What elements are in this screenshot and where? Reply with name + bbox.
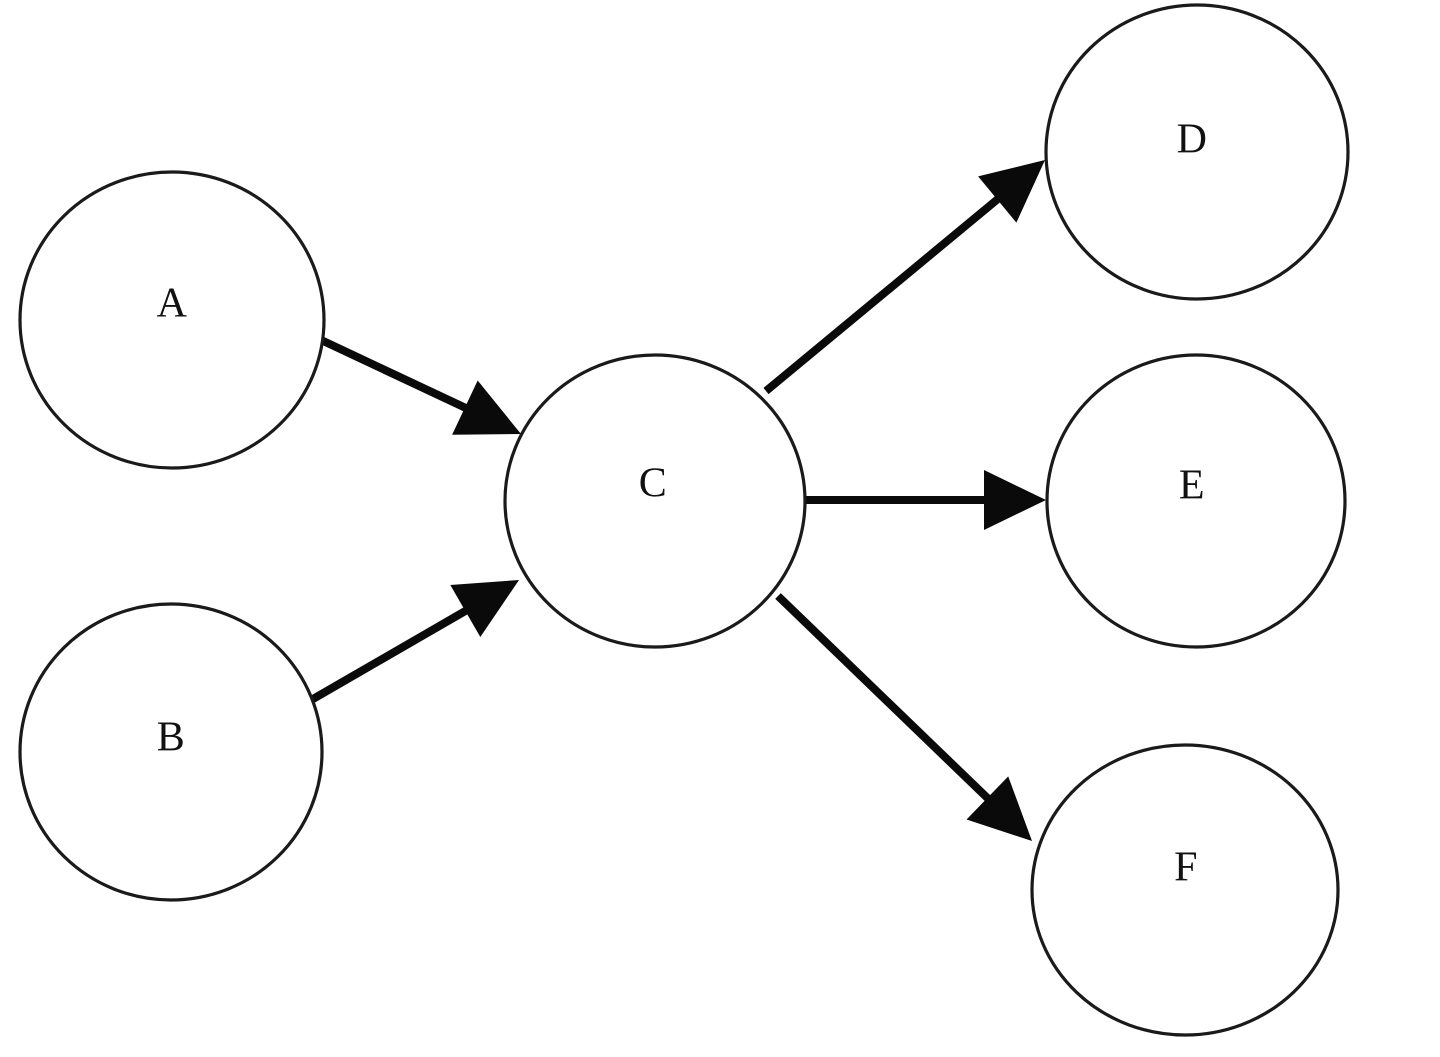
arrowhead-icon — [452, 380, 521, 435]
edge-shaft — [775, 593, 995, 806]
arrowhead-icon — [984, 470, 1046, 530]
arrowhead-icon — [966, 776, 1032, 841]
nodes-layer: A B C D E F — [18, 3, 1350, 1037]
node-circle-d[interactable] — [1044, 3, 1350, 301]
arrowhead-icon — [450, 580, 519, 637]
arrowhead-icon — [978, 160, 1045, 223]
edges-layer — [310, 160, 1046, 841]
node-label-a: A — [157, 281, 188, 327]
edge-shaft — [310, 604, 473, 703]
node-label-b: B — [157, 715, 186, 761]
node-circle-e[interactable] — [1045, 353, 1347, 649]
edge-c-e — [806, 470, 1046, 530]
edge-a-c — [317, 335, 521, 435]
edge-c-f — [775, 593, 1032, 841]
edge-shaft — [763, 192, 1005, 395]
node-b[interactable]: B — [18, 602, 324, 902]
node-circle-f[interactable] — [1030, 743, 1340, 1037]
node-label-d: D — [1177, 117, 1208, 163]
node-e[interactable]: E — [1045, 353, 1347, 649]
edge-c-d — [763, 160, 1045, 395]
node-f[interactable]: F — [1030, 743, 1340, 1037]
node-label-f: F — [1174, 845, 1198, 891]
node-label-e: E — [1179, 463, 1205, 509]
edge-shaft — [317, 335, 473, 414]
node-c[interactable]: C — [503, 353, 807, 649]
node-circle-b[interactable] — [18, 602, 324, 902]
node-a[interactable]: A — [18, 170, 326, 470]
edge-b-c — [310, 580, 519, 703]
node-d[interactable]: D — [1044, 3, 1350, 301]
node-label-c: C — [639, 461, 668, 507]
node-circle-c[interactable] — [503, 353, 807, 649]
node-circle-a[interactable] — [18, 170, 326, 470]
